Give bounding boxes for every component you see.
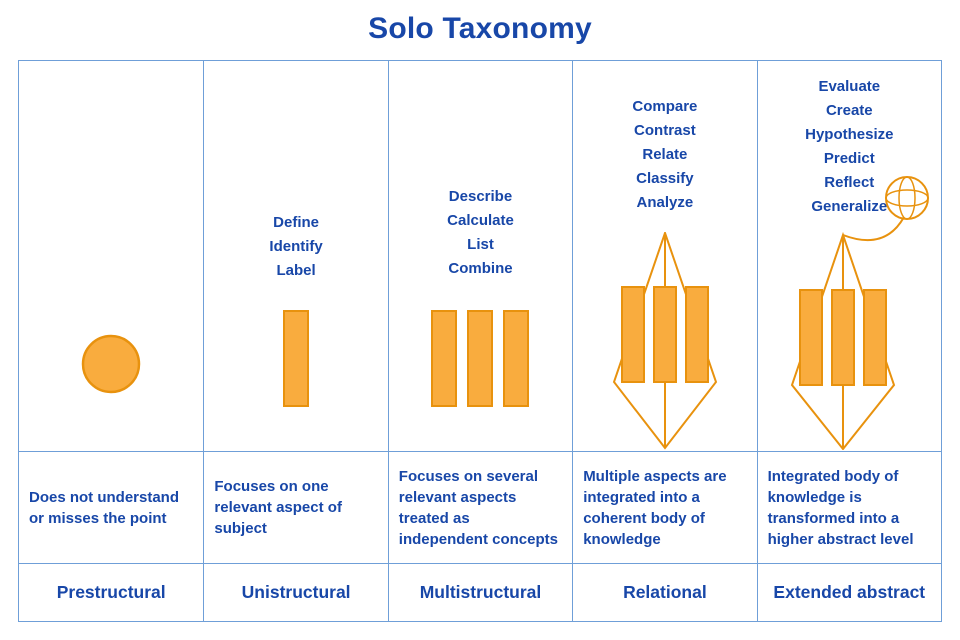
icon-cell-multistructural: Describe Calculate List Combine bbox=[387, 61, 572, 451]
circle-icon bbox=[81, 334, 141, 394]
relational-diamond-icon bbox=[612, 232, 718, 450]
description-multistructural: Focuses on several relevant aspects trea… bbox=[387, 451, 573, 563]
taxonomy-table: Define Identify Label Describe Calculate… bbox=[18, 60, 942, 622]
icon-cell-prestructural bbox=[19, 61, 203, 451]
verb: Compare bbox=[632, 98, 698, 115]
verb: Generalize bbox=[811, 198, 888, 215]
icon-cell-relational: Compare Contrast Relate Classify Analyze bbox=[572, 61, 756, 451]
level-name-multistructural: Multistructural bbox=[387, 563, 573, 621]
three-bars-icon bbox=[431, 310, 530, 407]
verb: Describe bbox=[448, 188, 513, 205]
single-bar-icon bbox=[283, 310, 310, 407]
sphere-icon bbox=[885, 176, 930, 220]
verb: Calculate bbox=[447, 212, 514, 229]
description-unistructural: Focuses on one relevant aspect of subjec… bbox=[203, 451, 388, 563]
icon-cell-extended-abstract: Evaluate Create Hypothesize Predict Refl… bbox=[756, 61, 941, 451]
verb: Evaluate bbox=[818, 78, 881, 95]
level-name-relational: Relational bbox=[572, 563, 757, 621]
verb: Classify bbox=[636, 170, 694, 187]
verb: Reflect bbox=[824, 174, 875, 191]
level-name-unistructural: Unistructural bbox=[203, 563, 388, 621]
description-relational: Multiple aspects are integrated into a c… bbox=[572, 451, 757, 563]
verb: Define bbox=[273, 214, 320, 231]
verb: Contrast bbox=[634, 122, 696, 139]
verb: Create bbox=[825, 102, 873, 119]
extended-abstract-icon bbox=[791, 176, 930, 450]
description-prestructural: Does not understand or misses the point bbox=[19, 451, 204, 563]
level-name-prestructural: Prestructural bbox=[19, 563, 204, 621]
verb-list-unistructural: Define Identify Label bbox=[204, 211, 387, 283]
verb: Relate bbox=[642, 146, 688, 163]
verb: Label bbox=[276, 262, 316, 279]
level-name-extended-abstract: Extended abstract bbox=[756, 563, 941, 621]
verb: Hypothesize bbox=[805, 126, 894, 143]
description-extended-abstract: Integrated body of knowledge is transfor… bbox=[756, 451, 941, 563]
icon-cell-unistructural: Define Identify Label bbox=[203, 61, 387, 451]
verb-list-relational: Compare Contrast Relate Classify Analyze bbox=[573, 95, 756, 215]
verb: Analyze bbox=[636, 194, 694, 211]
verb-list-multistructural: Describe Calculate List Combine bbox=[389, 185, 572, 281]
verb-list-extended-abstract: Evaluate Create Hypothesize Predict Refl… bbox=[758, 75, 941, 219]
diagram-title: Solo Taxonomy bbox=[368, 12, 592, 45]
verb: Predict bbox=[823, 150, 875, 167]
verb: Identify bbox=[269, 238, 323, 255]
verb: Combine bbox=[448, 260, 513, 277]
verb: List bbox=[467, 236, 494, 253]
